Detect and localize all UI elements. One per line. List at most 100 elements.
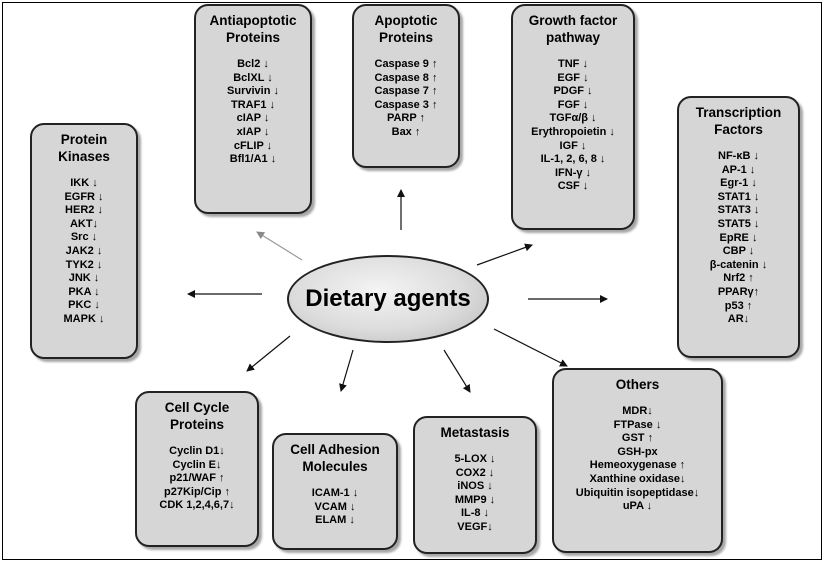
list-item: p27Kip/Cip ↑ xyxy=(163,485,230,498)
list-item: JAK2 ↓ xyxy=(65,244,103,257)
list-item: β-catenin ↓ xyxy=(709,258,768,271)
list-item: ICAM-1 ↓ xyxy=(311,487,359,499)
box-title: Protein Kinases xyxy=(58,132,110,164)
list-item: EGF ↓ xyxy=(557,71,589,84)
box-title: Metastasis xyxy=(440,425,510,440)
list-item: TNF ↓ xyxy=(558,58,588,70)
list-item: CBP ↓ xyxy=(722,245,755,258)
box-title: Growth factor pathway xyxy=(528,13,618,45)
center-label: Dietary agents xyxy=(305,285,471,312)
list-item: GST ↑ xyxy=(621,432,654,445)
item-list: NF-κB ↓AP-1 ↓Egr-1 ↓STAT1 ↓STAT3 ↓STAT5 … xyxy=(679,150,798,327)
box-title: Apoptotic Proteins xyxy=(374,13,438,45)
list-item: PKC ↓ xyxy=(68,299,100,312)
list-item: Cyclin D1↓ xyxy=(169,445,225,457)
box-transcription-factors: Transcription Factors NF-κB ↓AP-1 ↓Egr-1… xyxy=(677,96,800,358)
list-item: STAT1 ↓ xyxy=(717,190,760,203)
center-node-dietary-agents: Dietary agents xyxy=(287,255,489,343)
list-item: Cyclin E↓ xyxy=(172,458,222,471)
list-item: Survivin ↓ xyxy=(227,85,279,98)
list-item: PDGF ↓ xyxy=(553,85,593,98)
box-metastasis: Metastasis 5-LOX ↓COX2 ↓iNOS ↓MMP9 ↓IL-8… xyxy=(413,416,537,554)
list-item: xIAP ↓ xyxy=(236,125,270,138)
list-item: FTPase ↓ xyxy=(613,418,662,431)
box-cell-cycle: Cell Cycle Proteins Cyclin D1↓Cyclin E↓p… xyxy=(135,391,259,547)
box-title: Cell Cycle Proteins xyxy=(164,400,230,432)
list-item: CDK 1,2,4,6,7↓ xyxy=(159,499,235,512)
list-item: Caspase 7 ↑ xyxy=(374,85,438,98)
list-item: Caspase 9 ↑ xyxy=(374,58,438,70)
box-growth-factor: Growth factor pathway TNF ↓EGF ↓PDGF ↓FG… xyxy=(511,4,635,230)
list-item: Caspase 3 ↑ xyxy=(374,98,438,111)
arrow-to-others xyxy=(493,328,568,367)
list-item: ELAM ↓ xyxy=(315,514,355,527)
list-item: TYK2 ↓ xyxy=(65,258,103,271)
list-item: Bcl2 ↓ xyxy=(237,58,269,70)
list-item: 5-LOX ↓ xyxy=(454,453,496,465)
list-item: CSF ↓ xyxy=(557,180,589,193)
list-item: p21/WAF ↑ xyxy=(169,472,225,485)
list-item: cIAP ↓ xyxy=(236,112,270,125)
list-item: Bax ↑ xyxy=(391,125,421,138)
list-item: GSH-px xyxy=(617,445,658,458)
item-list: 5-LOX ↓COX2 ↓iNOS ↓MMP9 ↓IL-8 ↓VEGF↓ xyxy=(415,453,535,535)
list-item: COX2 ↓ xyxy=(455,466,495,479)
list-item: VEGF↓ xyxy=(457,520,493,533)
list-item: TGFα/β ↓ xyxy=(549,112,597,125)
list-item: EGFR ↓ xyxy=(64,190,104,203)
list-item: IGF ↓ xyxy=(559,139,587,152)
arrow-to-growth-factor xyxy=(476,243,533,266)
box-cell-adhesion: Cell Adhesion Molecules ICAM-1 ↓VCAM ↓EL… xyxy=(272,433,398,550)
item-list: ICAM-1 ↓VCAM ↓ELAM ↓ xyxy=(274,487,396,528)
box-protein-kinases: Protein Kinases IKK ↓EGFR ↓HER2 ↓AKT↓Src… xyxy=(30,123,138,359)
list-item: Egr-1 ↓ xyxy=(720,177,757,190)
list-item: iNOS ↓ xyxy=(457,480,493,493)
box-title: Others xyxy=(615,377,660,392)
list-item: uPA ↓ xyxy=(622,500,653,513)
list-item: Nrf2 ↑ xyxy=(723,272,754,285)
list-item: AR↓ xyxy=(727,313,750,326)
box-title: Antiapoptotic Proteins xyxy=(209,13,297,45)
list-item: STAT5 ↓ xyxy=(717,217,760,230)
list-item: PPARγ↑ xyxy=(717,285,760,298)
arrow-to-metastasis xyxy=(443,349,471,393)
list-item: Xanthine oxidase↓ xyxy=(589,472,686,485)
list-item: cFLIP ↓ xyxy=(233,139,273,152)
list-item: IFN-γ ↓ xyxy=(554,166,592,179)
list-item: Caspase 8 ↑ xyxy=(374,71,438,84)
list-item: VCAM ↓ xyxy=(314,500,356,513)
list-item: MDR↓ xyxy=(622,405,653,417)
list-item: PKA ↓ xyxy=(68,285,100,298)
list-item: Src ↓ xyxy=(70,231,98,244)
list-item: STAT3 ↓ xyxy=(717,204,760,217)
list-item: Erythropoietin ↓ xyxy=(531,125,615,138)
item-list: TNF ↓EGF ↓PDGF ↓FGF ↓TGFα/β ↓Erythropoie… xyxy=(513,58,633,194)
list-item: NF-κB ↓ xyxy=(718,150,759,162)
item-list: Cyclin D1↓Cyclin E↓p21/WAF ↑p27Kip/Cip ↑… xyxy=(137,445,257,513)
list-item: IL-8 ↓ xyxy=(460,507,490,520)
item-list: Caspase 9 ↑Caspase 8 ↑Caspase 7 ↑Caspase… xyxy=(354,58,458,140)
arrow-to-antiapoptotic xyxy=(256,231,303,261)
list-item: BclXL ↓ xyxy=(233,71,273,84)
list-item: JNK ↓ xyxy=(68,272,100,285)
box-apoptotic: Apoptotic Proteins Caspase 9 ↑Caspase 8 … xyxy=(352,4,460,168)
box-title: Transcription Factors xyxy=(695,105,782,137)
list-item: HER2 ↓ xyxy=(65,204,103,217)
item-list: IKK ↓EGFR ↓HER2 ↓AKT↓Src ↓JAK2 ↓TYK2 ↓JN… xyxy=(32,177,136,327)
arrow-to-cell-cycle xyxy=(246,335,291,372)
list-item: AKT↓ xyxy=(69,217,99,230)
list-item: PARP ↑ xyxy=(386,112,426,125)
list-item: AP-1 ↓ xyxy=(721,163,756,176)
list-item: MMP9 ↓ xyxy=(454,493,496,506)
list-item: FGF ↓ xyxy=(557,98,589,111)
list-item: EpRE ↓ xyxy=(719,231,758,244)
list-item: IL-1, 2, 6, 8 ↓ xyxy=(540,153,606,166)
list-item: Bfl1/A1 ↓ xyxy=(229,153,277,166)
list-item: p53 ↑ xyxy=(724,299,753,312)
box-title: Cell Adhesion Molecules xyxy=(290,442,380,474)
